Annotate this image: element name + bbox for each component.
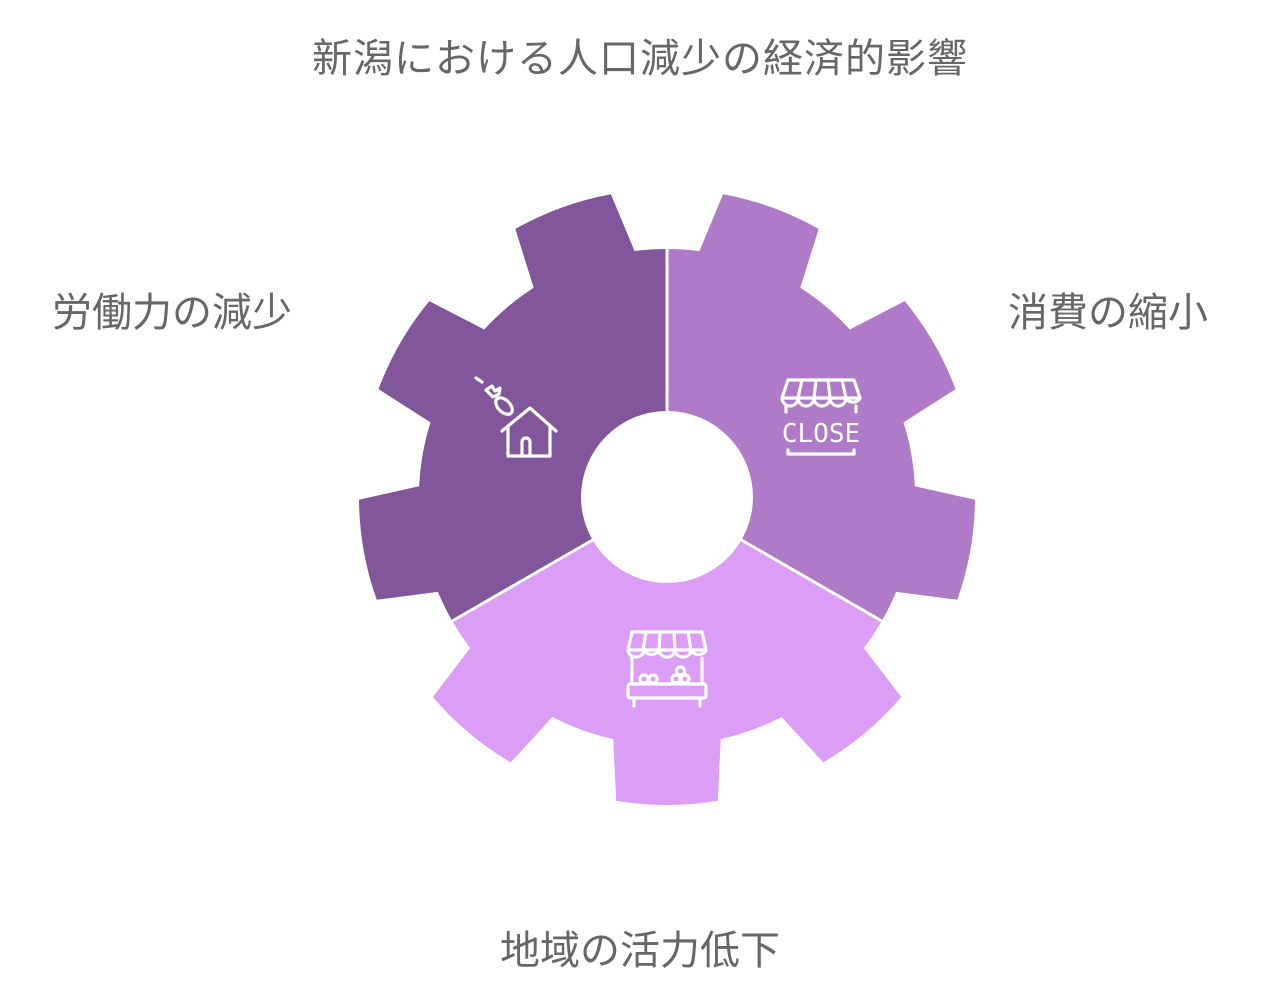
market-stall-icon (626, 630, 708, 708)
diagram-title: 新潟における人口減少の経済的影響 (312, 36, 968, 82)
gear-center-hole (581, 411, 753, 583)
label-labor-decline: 労働力の減少 (52, 290, 292, 336)
segment-dividers (449, 247, 885, 624)
house-decline-icon (474, 376, 558, 458)
store-closed-icon: CLOSE (780, 378, 862, 456)
label-consumption-shrink: 消費の縮小 (1008, 290, 1208, 336)
label-regional-vitality-decline: 地域の活力低下 (500, 928, 780, 974)
close-sign-text: CLOSE (782, 419, 860, 449)
